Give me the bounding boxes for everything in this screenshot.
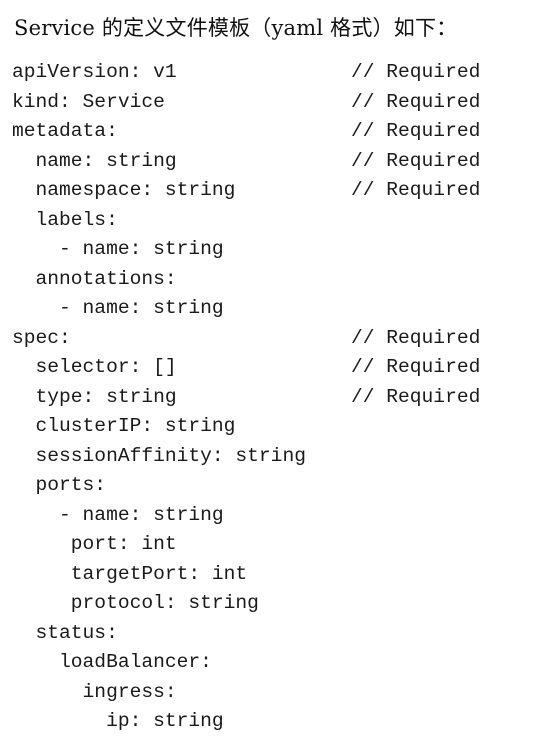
yaml-code-block: apiVersion: v1 // Required kind: Service /… xyxy=(12,58,532,737)
code-line: targetPort: int xyxy=(12,560,532,590)
code-comment: // Required xyxy=(351,120,481,142)
code-text: sessionAffinity: string xyxy=(12,444,306,467)
code-text: kind: Service xyxy=(12,90,165,113)
code-line: ports: xyxy=(12,471,532,501)
code-text: - name: string xyxy=(12,238,224,260)
code-text: protocol: string xyxy=(12,592,259,614)
code-text: status: xyxy=(12,621,118,644)
code-line: protocol: string xyxy=(12,589,532,619)
page-heading: Service 的定义文件模板（yaml 格式）如下： xyxy=(14,16,458,40)
code-comment: // Required xyxy=(351,326,481,349)
code-line: apiVersion: v1 // Required xyxy=(12,58,532,88)
code-text: ingress: xyxy=(12,680,177,703)
code-text: apiVersion: v1 xyxy=(12,61,177,83)
code-text: spec: xyxy=(12,326,71,349)
code-comment: // Required xyxy=(351,385,481,408)
code-line: clusterIP: string xyxy=(12,412,532,442)
code-line: labels: xyxy=(12,206,532,236)
code-text: - name: string xyxy=(12,297,224,319)
code-line: namespace: string // Required xyxy=(12,176,532,206)
code-line: selector: [] // Required xyxy=(12,353,532,383)
code-line: - name: string xyxy=(12,501,532,531)
code-comment: // Required xyxy=(351,90,481,113)
code-line: port: int xyxy=(12,530,532,560)
code-line: status: xyxy=(12,619,532,649)
code-line: ingress: xyxy=(12,678,532,708)
code-text: ports: xyxy=(12,474,107,496)
code-line: annotations: xyxy=(12,265,532,295)
code-text: clusterIP: string xyxy=(12,415,236,437)
code-text: - name: string xyxy=(12,503,224,526)
code-text: selector: [] xyxy=(12,356,177,378)
code-line: - name: string xyxy=(12,294,532,324)
code-line: spec: // Required xyxy=(12,324,532,354)
code-text: metadata: xyxy=(12,120,118,142)
code-line: kind: Service // Required xyxy=(12,88,532,118)
code-text: port: int xyxy=(12,533,177,555)
code-line: loadBalancer: xyxy=(12,648,532,678)
code-text: loadBalancer: xyxy=(12,651,212,673)
code-text: type: string xyxy=(12,385,177,408)
code-line: ip: string xyxy=(12,707,532,737)
code-comment: // Required xyxy=(351,356,481,378)
code-text: annotations: xyxy=(12,267,177,290)
code-text: targetPort: int xyxy=(12,562,248,585)
code-comment: // Required xyxy=(351,61,481,83)
code-line: name: string // Required xyxy=(12,147,532,177)
code-comment: // Required xyxy=(351,179,481,201)
code-line: metadata: // Required xyxy=(12,117,532,147)
code-text: labels: xyxy=(12,208,118,231)
code-line: - name: string xyxy=(12,235,532,265)
code-line: sessionAffinity: string xyxy=(12,442,532,472)
code-line: type: string // Required xyxy=(12,383,532,413)
code-text: name: string xyxy=(12,149,177,172)
code-text: namespace: string xyxy=(12,179,236,201)
code-text: ip: string xyxy=(12,710,224,732)
code-comment: // Required xyxy=(351,149,481,172)
